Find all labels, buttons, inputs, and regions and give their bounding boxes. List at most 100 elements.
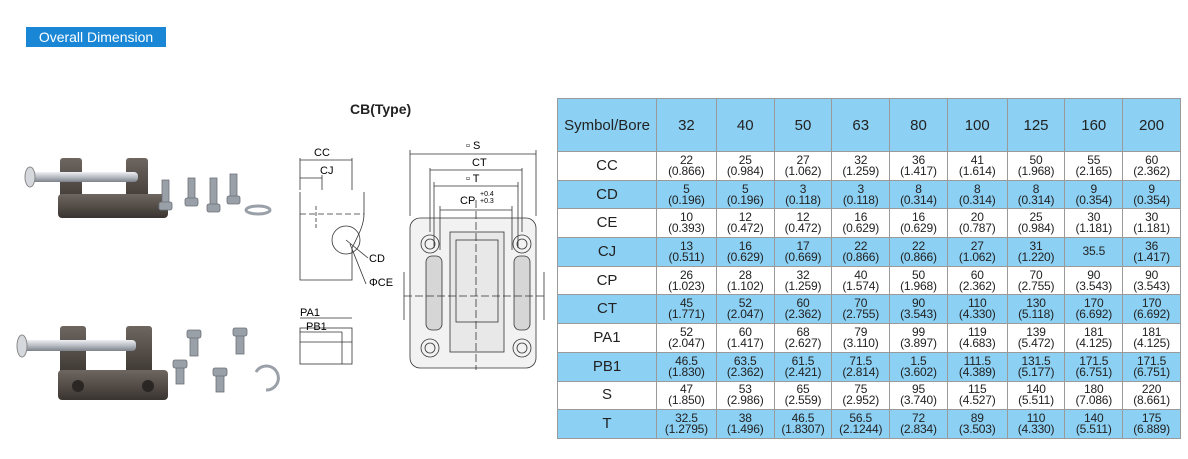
cell-inch-value: (1.417) <box>900 163 937 178</box>
cell-inch-value: (4.527) <box>958 393 996 408</box>
cell-mm-value: 28 <box>738 267 752 282</box>
cell-inch-value: (5.511) <box>1018 393 1054 408</box>
table-cell: 170(6.692) <box>1064 294 1124 325</box>
cell-mm-value: 180 <box>1084 382 1104 397</box>
table-cell: 5(0.196) <box>656 179 717 210</box>
cell-inch-value: (5.472) <box>1017 335 1055 350</box>
cell-inch-value: (4.125) <box>1075 335 1113 350</box>
table-cell: 60(2.362) <box>1122 151 1181 181</box>
cell-mm-value: 41 <box>970 152 984 167</box>
header-bore: 63 <box>831 98 891 152</box>
cell-mm-value: 10 <box>679 210 693 225</box>
cp-tol-upper: +0.4 <box>480 191 494 198</box>
table-cell: 71.5(2.814) <box>831 351 891 382</box>
table-cell: 8(0.314) <box>946 179 1008 210</box>
cell-mm-value: 25 <box>1029 210 1043 225</box>
cell-mm-value: 119 <box>967 324 987 339</box>
cell-inch-value: (3.543) <box>1075 278 1113 293</box>
cell-mm-value: 26 <box>679 267 693 282</box>
cell-mm-value: 22 <box>854 238 868 253</box>
cell-inch-value: (2.755) <box>842 307 880 322</box>
header-bore: 80 <box>889 98 948 152</box>
cell-mm-value: 90 <box>911 296 925 311</box>
cell-inch-value: (1.181) <box>1133 221 1170 236</box>
cell-mm-value: 12 <box>796 210 810 225</box>
table-cell: 111.5(4.389) <box>946 351 1008 382</box>
cell-mm-value: 79 <box>854 324 868 339</box>
dim-label-cp-tolerance: +0.4 +0.3 <box>480 191 494 205</box>
table-cell: 130(5.118) <box>1006 294 1066 325</box>
cell-inch-value: (2.362) <box>726 364 764 379</box>
table-cell: 95(3.740) <box>889 380 948 411</box>
cell-inch-value: (2.952) <box>842 393 880 408</box>
row-symbol: T <box>556 409 658 439</box>
dim-label-cj: CJ <box>320 165 334 177</box>
cell-mm-value: 30 <box>1145 210 1159 225</box>
table-cell: 60(2.362) <box>773 294 833 325</box>
cell-mm-value: 31 <box>1029 238 1043 253</box>
cell-mm-value: 16 <box>854 210 868 225</box>
header-bore: 100 <box>946 98 1008 152</box>
dim-label-cd: CD <box>369 253 385 265</box>
dim-label-ce: ΦCE <box>369 277 394 289</box>
cell-inch-value: (0.314) <box>1017 192 1055 207</box>
cell-mm-value: 55 <box>1087 152 1101 167</box>
dim-label-ct: CT <box>472 157 487 169</box>
dim-label-cc: CC <box>314 147 330 159</box>
cp-tol-lower: +0.3 <box>480 198 494 205</box>
table-cell: 22(0.866) <box>831 237 891 267</box>
table-cell: 180(7.086) <box>1064 380 1124 411</box>
cell-mm-value: 8 <box>1032 181 1040 196</box>
row-symbol: CJ <box>556 237 658 267</box>
cell-mm-value: 60 <box>970 267 984 282</box>
table-cell: 115(4.527) <box>946 380 1008 411</box>
cell-mm-value: 27 <box>970 238 984 253</box>
cell-inch-value: (1.220) <box>1017 249 1055 264</box>
table-cell: 3(0.118) <box>831 179 891 210</box>
cell-inch-value: (0.314) <box>958 192 996 207</box>
table-cell: 60(2.362) <box>946 265 1008 296</box>
table-cell: 5(0.196) <box>715 179 775 210</box>
cell-mm-value: 70 <box>854 296 868 311</box>
cell-inch-value: (2.047) <box>668 335 705 350</box>
table-cell: 63.5(2.362) <box>715 351 775 382</box>
table-cell: 16(0.629) <box>889 208 948 239</box>
cell-inch-value: (2.627) <box>784 335 822 350</box>
cell-inch-value: (1.259) <box>842 163 880 178</box>
table-cell: 140(5.511) <box>1006 380 1066 411</box>
cell-inch-value: (3.543) <box>900 307 937 322</box>
dim-label-cp: CP <box>460 195 476 207</box>
cell-inch-value: (0.629) <box>726 249 764 264</box>
cell-mm-value: 32.5 <box>675 411 698 426</box>
cell-mm-value: 115 <box>967 382 987 397</box>
cell-inch-value: (4.125) <box>1133 335 1170 350</box>
cell-mm-value: 32 <box>796 267 810 282</box>
cell-mm-value: 220 <box>1141 382 1162 397</box>
table-cell: 38(1.496) <box>715 409 775 439</box>
dim-label-s: ▫ S <box>466 140 481 152</box>
cell-mm-value: 25 <box>738 152 752 167</box>
cell-inch-value: (0.472) <box>726 221 764 236</box>
cell-mm-value: 1.5 <box>910 353 927 368</box>
dim-label-pa1: PA1 <box>300 307 320 319</box>
header-bore: 125 <box>1006 98 1066 152</box>
cell-inch-value: (1.496) <box>726 422 764 437</box>
cell-mm-value: 50 <box>1029 152 1043 167</box>
cell-mm-value: 3 <box>857 181 864 196</box>
cell-inch-value: (0.866) <box>842 249 880 264</box>
table-cell: 119(4.683) <box>946 323 1008 353</box>
table-cell: 17(0.669) <box>773 237 833 267</box>
cell-mm-value: 52 <box>738 296 752 311</box>
cell-mm-value: 71.5 <box>849 353 872 368</box>
cell-mm-value: 131.5 <box>1021 353 1051 368</box>
cell-inch-value: (1.417) <box>1133 249 1170 264</box>
cell-inch-value: (2.421) <box>784 364 822 379</box>
table-cell: 181(4.125) <box>1122 323 1181 353</box>
cell-mm-value: 45 <box>679 296 693 311</box>
cell-inch-value: (2.047) <box>726 307 764 322</box>
cell-mm-value: 36 <box>1145 238 1159 253</box>
